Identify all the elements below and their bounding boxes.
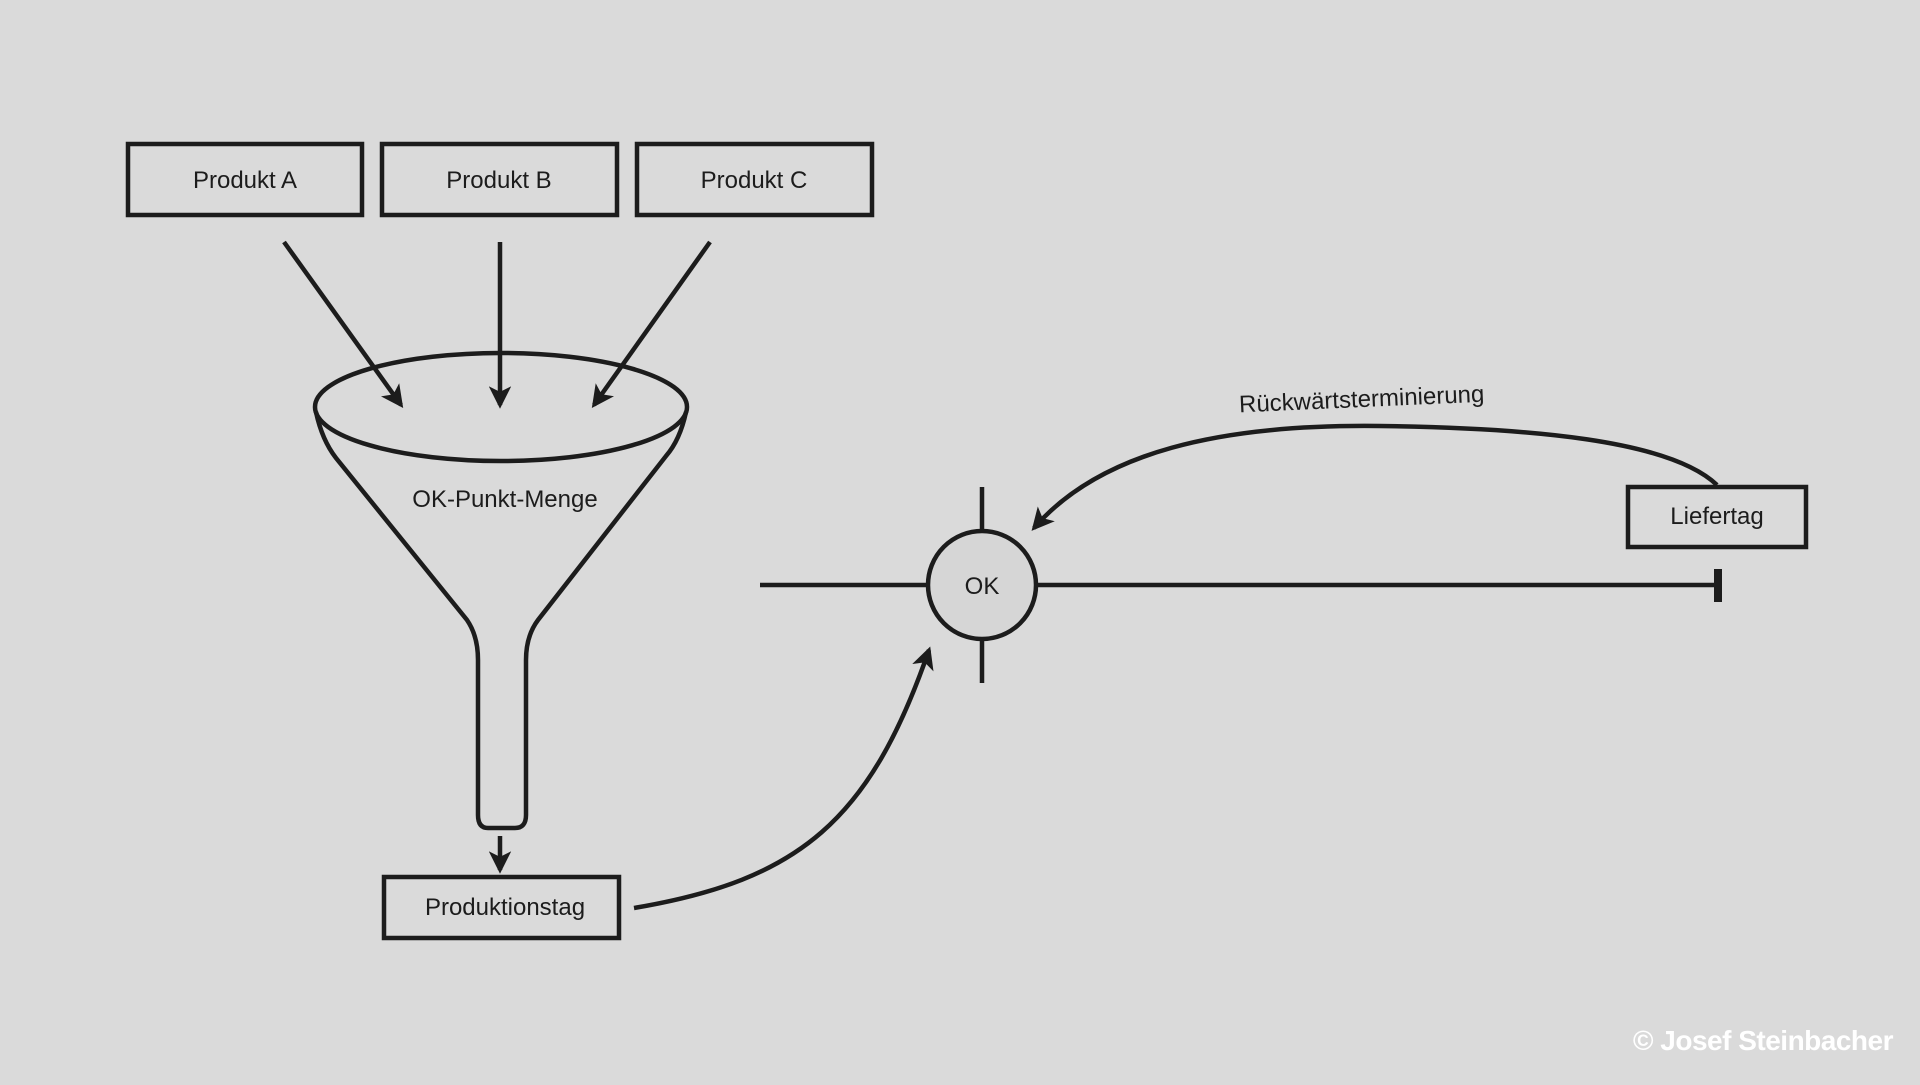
arrow-product-c-to-funnel — [591, 240, 712, 409]
arrow-production-day-to-ok — [633, 646, 934, 911]
arrow-backward-scheduling — [1031, 423, 1719, 531]
delivery-day-label: Liefertag — [1670, 503, 1763, 530]
product-box-b: Produkt B — [379, 141, 620, 218]
production-day-box: Produktionstag — [381, 874, 622, 941]
copyright-notice: © Josef Steinbacher — [1633, 1025, 1894, 1056]
arrow-product-a-to-funnel — [282, 240, 404, 409]
delivery-day-box: Liefertag — [1625, 484, 1809, 550]
ok-point: OK — [925, 487, 1039, 683]
ok-label: OK — [965, 573, 1000, 600]
product-box-a: Produkt A — [125, 141, 365, 218]
product-label-c: Produkt C — [701, 167, 808, 194]
product-label-a: Produkt A — [193, 167, 297, 194]
production-day-label: Produktionstag — [425, 894, 585, 921]
product-box-c: Produkt C — [634, 141, 875, 218]
funnel: OK-Punkt-Menge — [312, 350, 690, 831]
funnel-label: OK-Punkt-Menge — [412, 486, 597, 513]
backward-scheduling-label: Rückwärtsterminierung — [1238, 381, 1484, 419]
product-label-b: Produkt B — [446, 167, 551, 194]
